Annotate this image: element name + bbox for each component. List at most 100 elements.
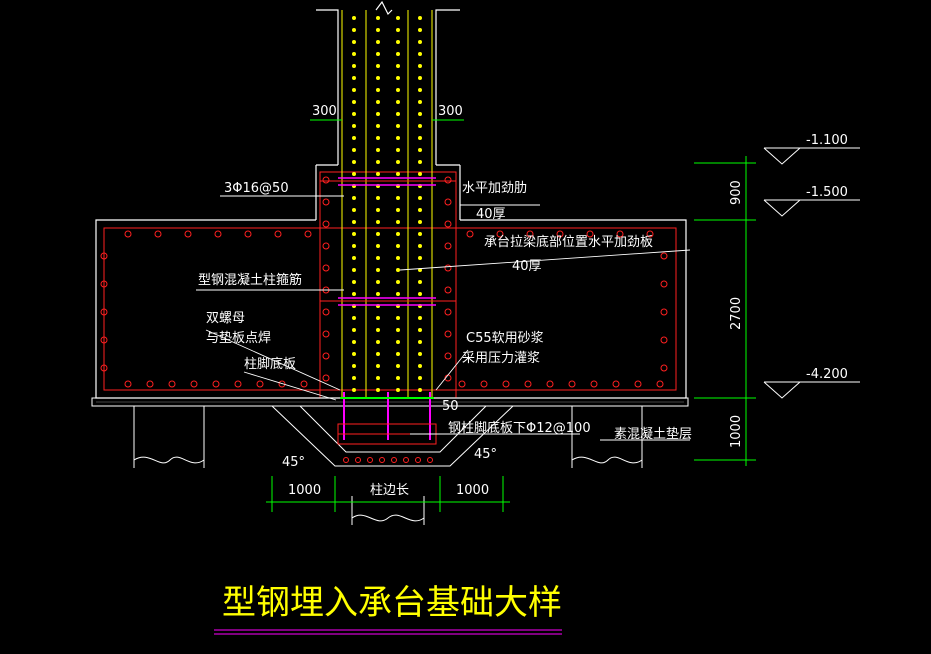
label-thickness-40-b: 40厚 <box>512 259 542 274</box>
label-horizontal-stiffener: 水平加劲肋 <box>462 181 527 196</box>
angle-right: 45° <box>474 447 497 462</box>
rebar-dot <box>444 220 452 228</box>
rebar-dot <box>444 198 452 206</box>
drawing-title: 型钢埋入承台基础大样 <box>222 583 562 623</box>
pile-right <box>571 406 643 468</box>
stud-dot <box>418 64 422 68</box>
stud-dot <box>352 100 356 104</box>
stiffener-plates <box>338 177 436 306</box>
stud-dot <box>396 244 400 248</box>
rebar-dot <box>444 176 452 184</box>
label-cap-beam-stiffener: 承台拉梁底部位置水平加劲板 <box>484 234 653 250</box>
stud-dot <box>352 244 356 248</box>
stud-dot <box>352 40 356 44</box>
rebar-dot <box>214 230 222 238</box>
rebar-dot <box>556 230 564 238</box>
stud-dot <box>418 40 422 44</box>
label-grout-c55: C55软用砂浆 <box>466 331 544 346</box>
rebar-dot <box>660 252 668 260</box>
stud-dot <box>396 64 400 68</box>
stud-dot <box>418 76 422 80</box>
rebar-dot <box>496 230 504 238</box>
rebar-dot <box>502 380 510 388</box>
stud-dot <box>352 316 356 320</box>
stud-dot <box>352 364 356 368</box>
stud-dot <box>352 340 356 344</box>
stud-dot <box>376 64 380 68</box>
dimension-lines <box>266 119 756 512</box>
stud-dot <box>418 148 422 152</box>
stud-dot <box>376 268 380 272</box>
stud-dot <box>352 196 356 200</box>
rebar-dot <box>274 230 282 238</box>
stud-dot <box>396 256 400 260</box>
rebar-dot <box>634 380 642 388</box>
rebar-dot <box>355 457 361 463</box>
cap-rebar-cage <box>103 171 677 399</box>
rebar-dot <box>546 380 554 388</box>
stud-dot <box>352 28 356 32</box>
stud-dot <box>376 280 380 284</box>
stud-dot <box>376 148 380 152</box>
stud-dot <box>418 196 422 200</box>
rebar-dot <box>444 308 452 316</box>
stud-dot <box>396 340 400 344</box>
rebar-dot <box>343 457 349 463</box>
stud-dot <box>352 112 356 116</box>
stud-dot <box>376 88 380 92</box>
stud-dot <box>352 64 356 68</box>
rebar-dot <box>100 252 108 260</box>
stud-dot <box>418 88 422 92</box>
stud-dot <box>396 148 400 152</box>
column-outline <box>315 0 461 220</box>
stud-dot <box>376 292 380 296</box>
rebar-dot <box>124 380 132 388</box>
stud-dot <box>418 100 422 104</box>
stud-dot <box>352 52 356 56</box>
label-base-plate-rebar: 钢柱脚底板下Φ12@100 <box>448 420 591 436</box>
stud-dot <box>376 16 380 20</box>
stud-dot <box>396 160 400 164</box>
rebar-dot <box>154 230 162 238</box>
pile-left <box>133 406 205 468</box>
rebar-dot <box>256 380 264 388</box>
rebar-dot <box>124 230 132 238</box>
stud-dot <box>352 172 356 176</box>
stud-dot <box>396 16 400 20</box>
elevation-markers <box>763 147 860 399</box>
stud-dot <box>376 52 380 56</box>
stud-dot <box>418 136 422 140</box>
stud-dot <box>418 220 422 224</box>
stud-dot <box>376 136 380 140</box>
stud-dot <box>352 88 356 92</box>
angle-left: 45° <box>282 455 305 470</box>
stud-dot <box>352 352 356 356</box>
stud-dot <box>352 388 356 392</box>
rebar-dot <box>322 176 330 184</box>
stud-dot <box>376 376 380 380</box>
stud-dot <box>376 244 380 248</box>
stud-dot <box>396 208 400 212</box>
anchor-bolts <box>343 392 431 440</box>
rebar-dot <box>322 220 330 228</box>
stud-dot <box>396 352 400 356</box>
stud-dot <box>418 28 422 32</box>
stud-dot <box>396 376 400 380</box>
label-nut-weld: 与垫板点焊 <box>206 330 271 346</box>
rebar-dot <box>568 380 576 388</box>
stud-dot <box>396 112 400 116</box>
stud-dot <box>352 256 356 260</box>
rebar-dot <box>300 380 308 388</box>
stud-dot <box>396 136 400 140</box>
stud-dot <box>352 136 356 140</box>
dim-1000-left: 1000 <box>288 483 321 498</box>
stud-dot <box>396 28 400 32</box>
stud-dot <box>396 40 400 44</box>
stud-dot <box>418 16 422 20</box>
dim-300-left: 300 <box>312 104 337 119</box>
stud-dot <box>352 376 356 380</box>
stud-dot <box>376 316 380 320</box>
stud-dot <box>418 172 422 176</box>
cap-rebar-dots <box>100 176 668 463</box>
